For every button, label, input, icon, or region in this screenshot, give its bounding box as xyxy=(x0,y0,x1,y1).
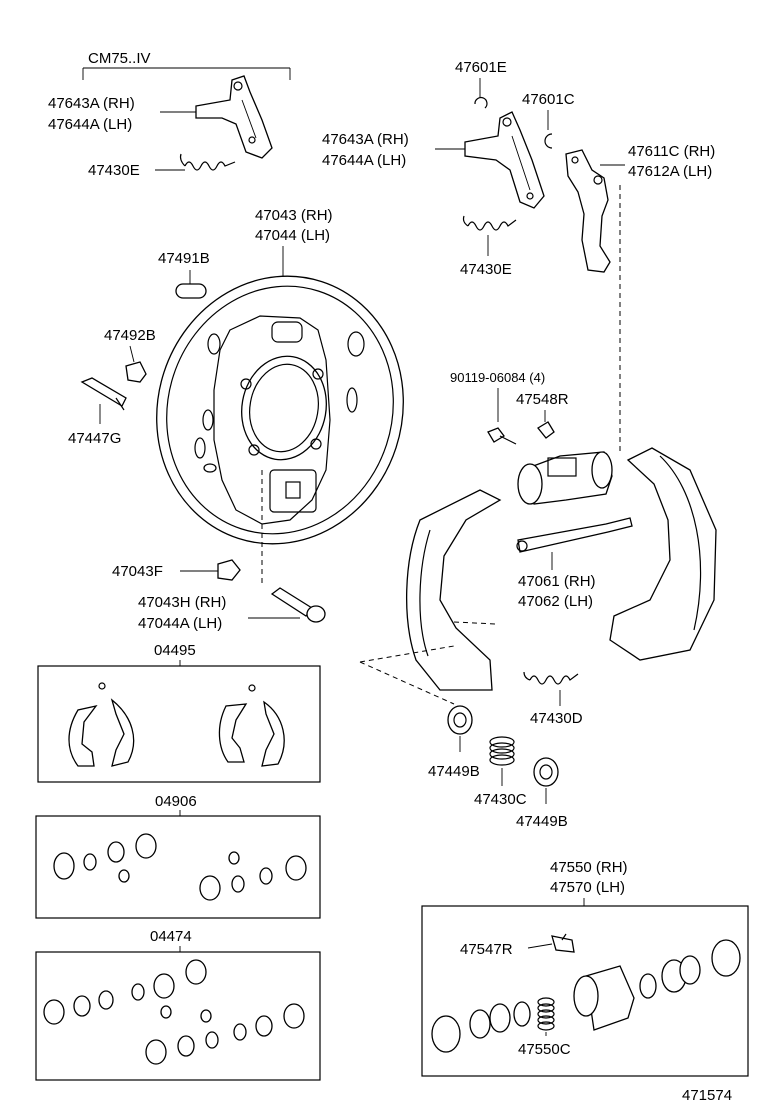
pin-47447G xyxy=(80,377,127,411)
plug-47491B xyxy=(175,283,207,299)
label-47601E: 47601E xyxy=(455,59,507,76)
label-47044-lh: 47044 (LH) xyxy=(255,227,330,244)
parking-brake-lever-top xyxy=(195,75,273,159)
figure-number: 471574 xyxy=(682,1087,732,1104)
label-47643A-rh-top: 47643A (RH) xyxy=(48,95,135,112)
label-47611C-rh: 47611C (RH) xyxy=(628,143,715,160)
wheel-cylinder-exploded xyxy=(431,939,741,1053)
label-47548R: 47548R xyxy=(516,391,569,408)
wheel-cylinder xyxy=(517,451,613,505)
c-clip-47601C xyxy=(544,133,553,149)
kit-04495-label: 04495 xyxy=(154,642,196,659)
label-90119: 90119-06084 (4) xyxy=(450,370,545,385)
backing-plate xyxy=(156,275,404,545)
label-47550C: 47550C xyxy=(518,1041,571,1058)
label-47430C: 47430C xyxy=(474,791,527,808)
bolt-47043H xyxy=(270,587,326,623)
kit-04906-box xyxy=(35,815,321,919)
label-47430D: 47430D xyxy=(530,710,583,727)
label-47492B: 47492B xyxy=(104,327,156,344)
kit-04474-label: 04474 xyxy=(150,928,192,945)
label-47491B: 47491B xyxy=(158,250,210,267)
label-47061-rh: 47061 (RH) xyxy=(518,573,596,590)
spring-47430C xyxy=(489,736,515,766)
kit-04495-box xyxy=(37,665,321,783)
label-47449B-left: 47449B xyxy=(428,763,480,780)
cap-47548R xyxy=(537,421,555,439)
kit-04474-box xyxy=(35,951,321,1081)
label-47044A-lh: 47044A (LH) xyxy=(138,615,222,632)
label-47550-rh: 47550 (RH) xyxy=(550,859,628,876)
label-47043H-rh: 47043H (RH) xyxy=(138,594,226,611)
parking-brake-lever xyxy=(464,111,545,209)
label-47644A-lh-top: 47644A (LH) xyxy=(48,116,132,133)
kit-04474-parts xyxy=(43,959,305,1065)
kit-04906-parts xyxy=(53,833,307,901)
adjusting-lever xyxy=(565,149,611,273)
label-47043-rh: 47043 (RH) xyxy=(255,207,333,224)
spring-47430E-mid xyxy=(462,215,517,231)
retainer-47449B-left xyxy=(447,705,473,735)
variant-bracket-group: CM75..IV xyxy=(82,50,291,80)
bleeder-47547R xyxy=(551,933,575,953)
brake-shoe-left xyxy=(405,489,502,691)
kit-04906-label: 04906 xyxy=(155,793,197,810)
nut-47043F xyxy=(217,559,241,581)
adjuster-strut xyxy=(516,517,633,553)
label-47043F: 47043F xyxy=(112,563,163,580)
label-47547R: 47547R xyxy=(460,941,513,958)
label-47644A-lh: 47644A (LH) xyxy=(322,152,406,169)
retainer-47449B-right xyxy=(533,757,559,787)
label-47601C: 47601C xyxy=(522,91,575,108)
label-47643A-rh: 47643A (RH) xyxy=(322,131,409,148)
brake-shoe-right xyxy=(609,447,717,661)
label-47570-lh: 47570 (LH) xyxy=(550,879,625,896)
e-clip-47601E xyxy=(474,96,488,109)
label-47447G: 47447G xyxy=(68,430,121,447)
spring-47430D xyxy=(523,671,579,685)
label-47430E-top: 47430E xyxy=(88,162,140,179)
spring-47550C xyxy=(537,997,555,1031)
variant-note: CM75..IV xyxy=(88,50,151,67)
plug-47492B xyxy=(125,361,147,383)
label-47612A-lh: 47612A (LH) xyxy=(628,163,712,180)
spring-47430E-top xyxy=(179,153,236,171)
kit-04495-shoes xyxy=(68,682,285,767)
label-47430E-mid: 47430E xyxy=(460,261,512,278)
wheel-cylinder-box xyxy=(421,905,749,1077)
label-47062-lh: 47062 (LH) xyxy=(518,593,593,610)
bolt-90119 xyxy=(487,427,517,445)
label-47449B-right: 47449B xyxy=(516,813,568,830)
